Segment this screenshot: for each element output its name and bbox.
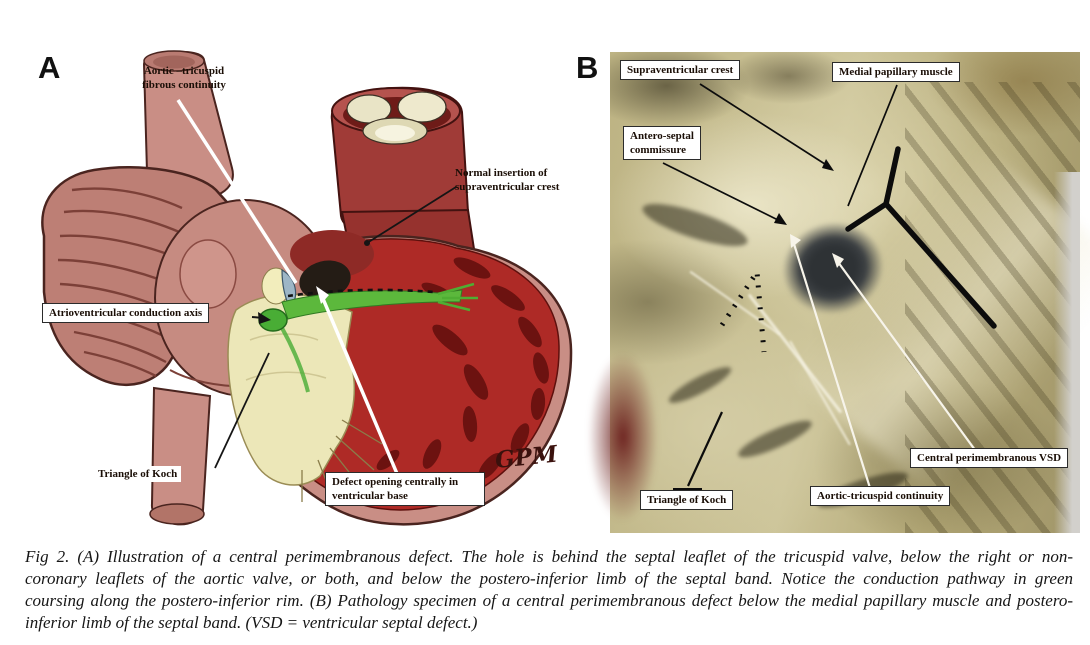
panel-a-letter: A (38, 50, 61, 85)
arrowhead-av-axis (258, 312, 271, 324)
label-defect-opening: Defect opening centrally in ventricular … (325, 472, 485, 506)
artist-signature: GPM (494, 440, 560, 474)
pointer-aortic-tricuspid-continuity (792, 243, 872, 489)
septal-band-y-marker (845, 146, 997, 329)
dotted-rim-marker (719, 264, 767, 353)
panel-a-pointer-lines (176, 99, 457, 477)
figure-caption: Fig 2. (A) Illustration of a central per… (25, 546, 1073, 634)
caption-line: inferior limb of the septal band. (VSD =… (25, 613, 478, 632)
pointer-defect-opening (319, 293, 400, 477)
dot-normal-insertion (364, 240, 370, 246)
label-triangle-of-koch-a: Triangle of Koch (94, 466, 182, 482)
pointer-triangle-of-koch-b (687, 411, 723, 487)
caption-line: Fig 2. (A) Illustration of a central per… (25, 547, 1073, 566)
pulmonary-valve-leaflets (346, 91, 447, 145)
label-aortic-tricuspid-continuity: Aortic –tricuspid fibrous continuity (142, 65, 226, 91)
pointer-triangle-of-koch-a (214, 352, 270, 469)
arrowhead-svc (822, 159, 834, 171)
panel-a-heart-illustration: GPM (41, 50, 573, 526)
aorta (142, 50, 234, 200)
caption-line: coronary leaflets of the aortic valve, o… (25, 569, 1073, 588)
label-supraventricular-crest: Supraventricular crest (620, 60, 741, 80)
oval-fossa (179, 239, 237, 309)
label-medial-papillary-muscle: Medial papillary muscle (832, 62, 960, 82)
pointer-central-vsd (837, 261, 976, 451)
pointer-antero-septal-commissure (662, 162, 781, 222)
label-triangle-of-koch-b: Triangle of Koch (640, 490, 734, 510)
arrowhead-defect (316, 286, 329, 304)
panel-b-specimen-photo: Supraventricular crest Medial papillary … (588, 52, 1090, 533)
label-aortic-tricuspid-continuity-b: Aortic-tricuspid continuity (810, 486, 951, 506)
label-normal-insertion: Normal insertion of supraventricular cre… (455, 167, 560, 193)
panel-b-letter: B (576, 50, 599, 85)
caption-line: coursing along the postero-inferior rim.… (25, 591, 1073, 610)
pointer-normal-insertion (366, 186, 457, 244)
pointer-aortic-tricuspid (176, 99, 298, 284)
pointer-supraventricular-crest (699, 83, 829, 167)
label-central-perimembranous-vsd: Central perimembranous VSD (910, 448, 1069, 468)
inferior-caval-vein (149, 386, 212, 526)
label-av-conduction-axis: Atrioventricular conduction axis (42, 303, 210, 323)
perimembranous-defect-hole (299, 260, 351, 300)
arrowhead-vsd (832, 253, 844, 268)
label-antero-septal-commissure: Antero-septal commissure (623, 126, 701, 160)
